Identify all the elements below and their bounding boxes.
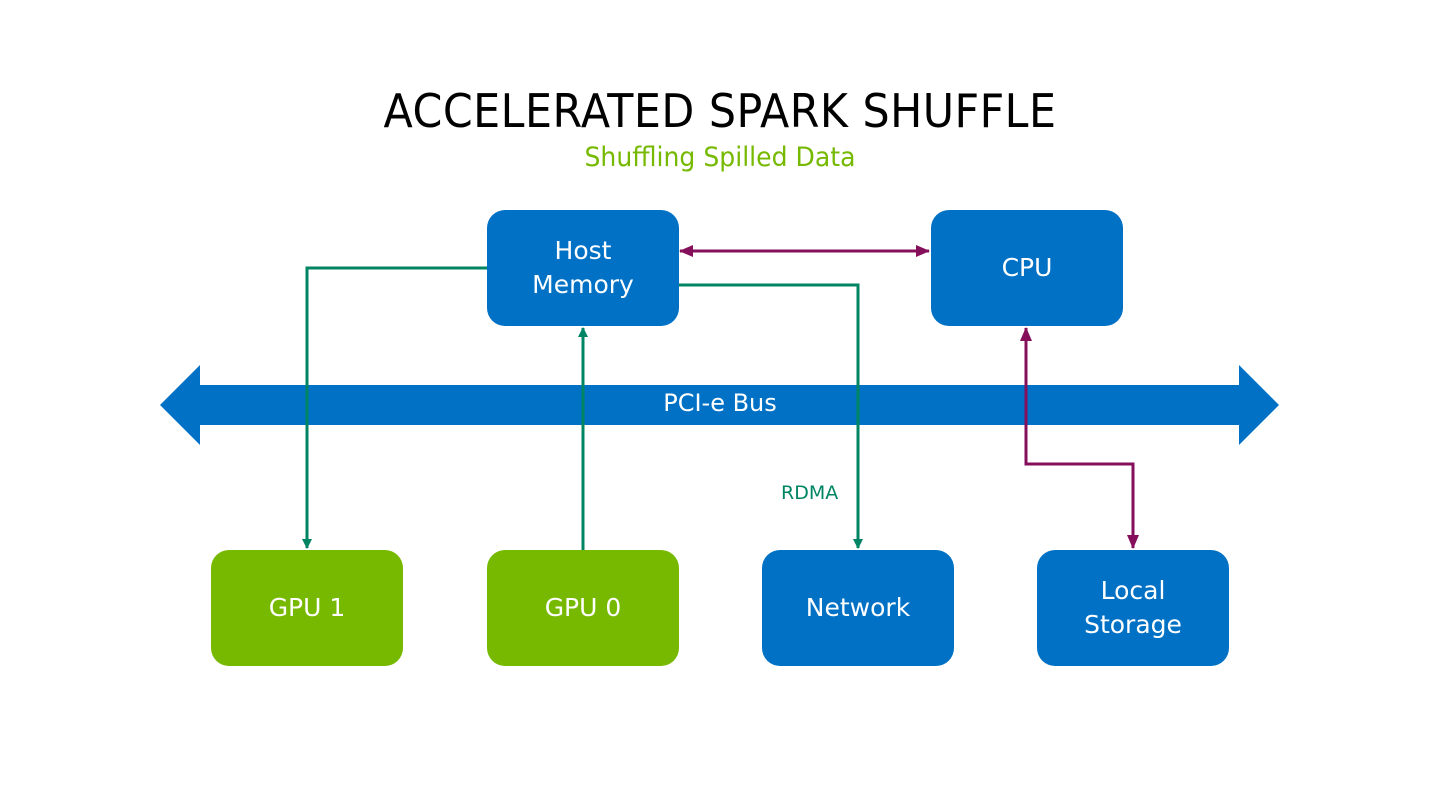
edge-host-memory-to-network: [678, 283, 863, 549]
node-local-storage: Local Storage: [1037, 550, 1229, 666]
edge-cpu-local-storage: [1020, 327, 1139, 549]
node-network: Network: [762, 550, 954, 666]
diagram-subtitle: Shuffling Spilled Data: [584, 142, 856, 173]
node-gpu0: GPU 0: [487, 550, 679, 666]
diagram-title: ACCELERATED SPARK SHUFFLE: [383, 84, 1057, 138]
edge-host-memory-to-gpu1: [302, 266, 487, 549]
node-gpu1: GPU 1: [211, 550, 403, 666]
pcie-bus-label: PCI-e Bus: [663, 389, 777, 417]
node-host-memory: Host Memory: [487, 210, 679, 326]
rdma-label: RDMA: [781, 482, 839, 504]
node-cpu: CPU: [931, 210, 1123, 326]
pcie-bus-arrow: [160, 365, 1279, 445]
